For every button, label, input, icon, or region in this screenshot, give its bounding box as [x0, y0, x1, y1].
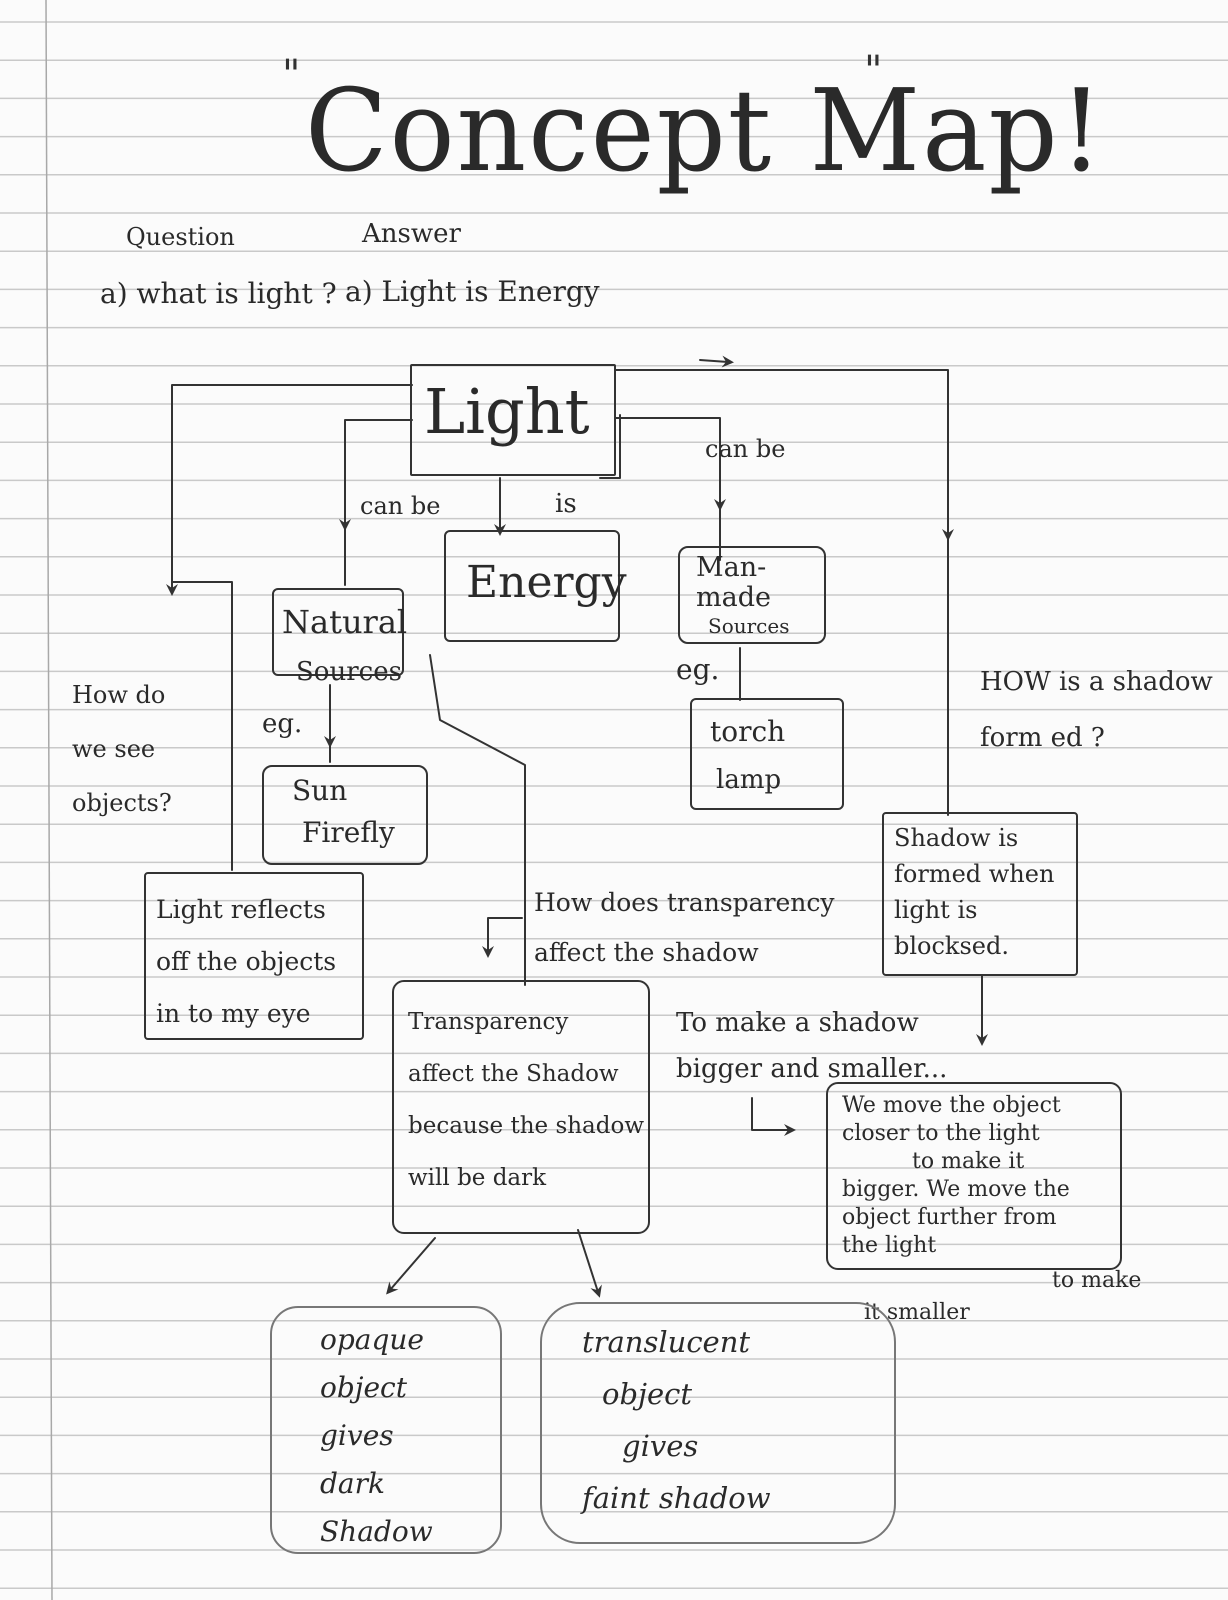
node-translucent-line-3: gives [622, 1429, 699, 1463]
node-move-object-line-5: object further from [842, 1205, 1057, 1230]
node-translucent-text: translucent object gives faint shadow [582, 1316, 771, 1524]
node-natural-label-1: Natural [282, 603, 408, 641]
edge-to-translucent [577, 1229, 602, 1298]
node-opaque-text: opaque object gives dark Shadow [320, 1316, 433, 1556]
node-move-object: We move the object closer to the light t… [826, 1082, 1122, 1270]
node-light: Light [410, 364, 616, 476]
arrow-to-transparency [482, 917, 523, 958]
label-is: is [555, 489, 577, 519]
question-text: a) what is light ? [100, 277, 337, 310]
node-manmade-sources: Man- made Sources [678, 546, 826, 644]
node-transparency-line-2: affect the Shadow [408, 1061, 619, 1087]
node-shadow-formed-line-3: light is [894, 896, 978, 924]
node-lamp-label: lamp [716, 765, 782, 795]
question-bigger-smaller-line-1: To make a shadow [676, 1008, 919, 1038]
arrow-top-right [699, 355, 734, 368]
node-translucent-line-1: translucent [582, 1325, 751, 1359]
node-natural-label-2: Sources [296, 657, 402, 687]
question-how-transparency-line-2: affect the shadow [534, 938, 759, 967]
node-transparency: Transparency affect the Shadow because t… [392, 980, 650, 1234]
node-move-object-line-6: the light [842, 1233, 937, 1258]
arrow-to-move-object [751, 1097, 796, 1136]
node-move-object-line-4: bigger. We move the [842, 1177, 1070, 1202]
node-opaque-line-5: Shadow [320, 1515, 433, 1548]
node-energy: Energy [444, 530, 627, 642]
node-opaque-line-4: dark [320, 1467, 385, 1500]
node-shadow-formed: Shadow is formed when light is blocksed. [882, 812, 1078, 976]
node-move-object-text: We move the object closer to the light t… [842, 1092, 1070, 1260]
question-how-see: How do we see objects? [72, 668, 172, 830]
node-light-reflects-line-1: Light reflects [156, 895, 326, 924]
node-transparency-line-4: will be dark [408, 1165, 547, 1191]
node-shadow-formed-line-2: formed when [894, 860, 1055, 888]
question-how-shadow-line-1: HOW is a shadow [980, 667, 1213, 697]
node-light-reflects-line-2: off the objects [156, 947, 337, 976]
question-how-shadow-line-2: form ed ? [980, 723, 1105, 753]
label-can-be-left: can be [360, 492, 441, 520]
node-move-object-aside: to make [1052, 1268, 1142, 1293]
node-opaque: opaque object gives dark Shadow [270, 1306, 502, 1554]
question-how-transparency: How does transparency affect the shadow [534, 878, 835, 978]
question-how-see-line-3: objects? [72, 789, 172, 817]
question-header: Question [126, 223, 235, 251]
node-opaque-line-2: object [320, 1371, 407, 1404]
node-translucent-line-2: object [602, 1377, 693, 1411]
node-light-label: Light [424, 375, 590, 448]
open-quote: " [282, 52, 301, 98]
node-shadow-formed-text: Shadow is formed when light is blocksed. [894, 820, 1054, 964]
node-move-object-line-3: to make it [912, 1149, 1025, 1174]
node-opaque-line-1: opaque [320, 1323, 425, 1356]
answer-header: Answer [362, 219, 461, 249]
question-how-transparency-line-1: How does transparency [534, 888, 835, 917]
edge-light-to-manmade [614, 417, 721, 561]
node-shadow-formed-line-1: Shadow is [894, 824, 1019, 852]
node-move-object-line-1: We move the object [842, 1093, 1061, 1118]
node-transparency-line-3: because the shadow [408, 1113, 645, 1139]
label-can-be-right: can be [705, 435, 786, 463]
node-translucent: translucent object gives faint shadow [540, 1302, 896, 1544]
light-bracket [599, 414, 621, 479]
answer-text: a) Light is Energy [345, 275, 600, 308]
node-sun-firefly: Sun Firefly [262, 765, 428, 865]
node-natural-sources: Natural [272, 588, 408, 676]
node-translucent-line-4: faint shadow [582, 1481, 771, 1515]
node-light-reflects: Light reflects off the objects in to my … [144, 872, 364, 1040]
question-bigger-smaller-line-2: bigger and smaller... [676, 1054, 948, 1084]
node-shadow-formed-line-4: blocksed. [894, 932, 1009, 960]
label-eg-left: eg. [262, 709, 303, 739]
edge-light-to-shadow [614, 369, 949, 816]
label-eg-right: eg. [676, 653, 720, 686]
question-how-shadow: HOW is a shadow form ed ? [980, 654, 1213, 766]
margin-line [45, 0, 53, 1600]
node-transparency-line-1: Transparency [408, 1009, 569, 1035]
node-transparency-text: Transparency affect the Shadow because t… [408, 996, 644, 1204]
node-opaque-line-3: gives [320, 1419, 394, 1452]
node-torch-label: torch [710, 715, 786, 748]
edge-to-opaque [386, 1237, 436, 1295]
node-manmade-label-2: made [696, 582, 771, 613]
node-light-reflects-line-3: in to my eye [156, 999, 311, 1028]
close-quote: " [864, 48, 883, 94]
edge-natural-to-transparency [429, 654, 526, 986]
page-title: Concept Map! [305, 65, 1105, 198]
node-manmade-label-3: Sources [708, 614, 790, 638]
node-torch-lamp: torch lamp [690, 698, 844, 810]
question-bigger-smaller: To make a shadow bigger and smaller... [676, 1000, 947, 1092]
question-how-see-line-2: we see [72, 735, 156, 763]
node-energy-label: Energy [466, 557, 627, 608]
node-sun-label: Sun [292, 774, 348, 807]
node-light-reflects-text: Light reflects off the objects in to my … [156, 884, 336, 1040]
node-firefly-label: Firefly [302, 816, 395, 849]
node-manmade-label-1: Man- [696, 552, 767, 583]
question-how-see-line-1: How do [72, 681, 166, 709]
node-move-object-line-2: closer to the light [842, 1121, 1040, 1146]
